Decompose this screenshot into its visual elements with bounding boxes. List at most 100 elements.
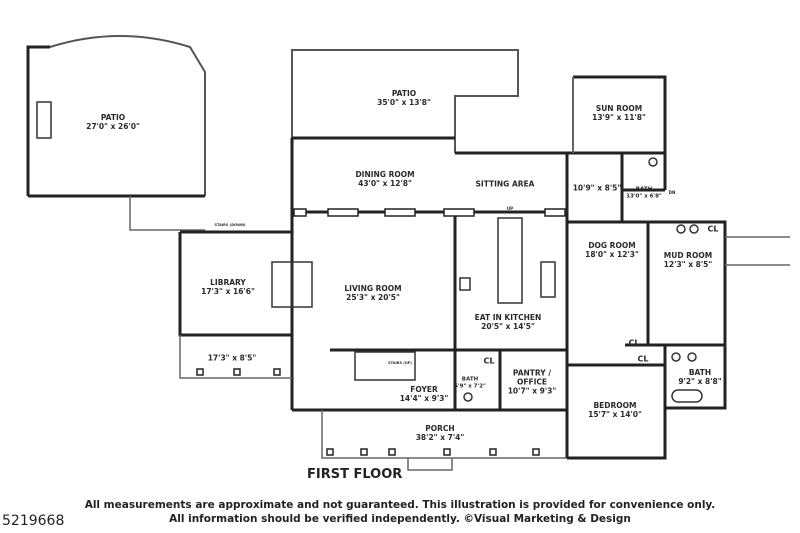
room-dims: 13'0" x 6'8" [626, 193, 662, 199]
porch-steps [407, 458, 453, 471]
down-marker: DN [668, 189, 676, 195]
room-dims: 43'0" x 12'8" [358, 179, 412, 188]
floor-title: FIRST FLOOR [307, 467, 403, 482]
patio-steps-wall [129, 196, 205, 231]
column-icon [544, 208, 566, 217]
room-name: LIBRARY [210, 278, 246, 287]
room-dims: 35'0" x 13'8" [377, 98, 431, 107]
room-dims: 17'3" x 8'5" [207, 353, 257, 363]
stairs-marker: STAIRS (UP) [388, 360, 412, 365]
stairs-icon [354, 351, 416, 381]
kitchen-island [497, 217, 523, 304]
column-icon [360, 448, 368, 456]
porch-wall [321, 410, 567, 459]
closet-label: CL [637, 354, 649, 364]
toilet-icon [463, 392, 473, 402]
patio-north-wall [291, 49, 519, 153]
column-icon [196, 368, 204, 376]
fireplace-icon [36, 101, 52, 139]
column-icon [293, 208, 307, 217]
disclaimer-line-1: All measurements are approximate and not… [84, 499, 716, 511]
listing-id: 5219668 [2, 513, 65, 529]
room-name: FOYER [410, 385, 438, 394]
room-name: EAT IN KITCHEN [474, 313, 542, 322]
room-dims: 38'2" x 7'4" [415, 433, 465, 442]
room-dims: 13'9" x 11'8" [592, 113, 646, 122]
toilet-icon [648, 157, 658, 167]
room-dims: 20'5" x 14'5" [481, 322, 535, 331]
room-dims: 17'3" x 16'6" [201, 287, 255, 296]
room-name: OFFICE [516, 377, 548, 387]
disclaimer-line-2: All information should be verified indep… [169, 513, 631, 525]
fireplace-icon [271, 261, 293, 308]
column-icon [388, 448, 396, 456]
column-icon [443, 448, 451, 456]
room-label-small-room: 10'9" x 8'5" [573, 184, 622, 193]
room-name: BATH [635, 186, 653, 193]
room-name: SUN ROOM [595, 104, 643, 113]
room-name: BATH [688, 368, 712, 377]
room-dims: 5'9" x 7'2" [454, 383, 486, 389]
room-dims: 12'3" x 8'5" [663, 260, 713, 269]
room-name: BATH [461, 376, 479, 383]
room-name: PANTRY / [512, 368, 552, 378]
room-name: DINING ROOM [355, 170, 415, 179]
column-icon [443, 208, 475, 217]
library-porch-wall [179, 335, 292, 379]
sink-icon [689, 224, 699, 234]
range-icon [459, 277, 471, 291]
fireplace-icon [291, 261, 313, 308]
room-label-library-porch: 17'3" x 8'5" [208, 354, 257, 363]
bedroom-wall [567, 343, 727, 460]
room-dims: 15'7" x 14'0" [588, 410, 642, 419]
closet-label: CL [628, 338, 640, 348]
sink-icon [671, 352, 681, 362]
closet-label: CL [483, 356, 495, 366]
column-icon [384, 208, 416, 217]
room-dims: 10'9" x 8'5" [572, 183, 622, 193]
mud-room-steps [725, 236, 790, 266]
room-name: MUD ROOM [663, 251, 713, 260]
east-wing-wall [565, 153, 727, 458]
sink-icon [687, 352, 697, 362]
dog-room-wall [567, 153, 667, 345]
room-dims: 14'4" x 9'3" [399, 394, 449, 403]
room-dims: 9'2" x 8'8" [678, 377, 722, 386]
column-icon [489, 448, 497, 456]
room-name: LIVING ROOM [344, 284, 402, 293]
room-dims: 25'3" x 20'5" [346, 293, 400, 302]
up-marker: UP [506, 205, 514, 211]
column-icon [233, 368, 241, 376]
patio-west-arc [49, 35, 206, 196]
column-icon [532, 448, 540, 456]
room-name: PATIO [391, 89, 417, 98]
room-name: DOG ROOM [588, 241, 636, 250]
room-name: PATIO [100, 113, 126, 122]
stairs-marker: STAIRS (DOWN) [214, 222, 246, 227]
column-icon [326, 448, 334, 456]
column-icon [273, 368, 281, 376]
room-name: PORCH [425, 424, 455, 433]
column-icon [327, 208, 359, 217]
room-name: BEDROOM [593, 401, 637, 410]
room-dims: 10'7" x 9'3" [507, 386, 557, 396]
patio-west-wall [26, 45, 50, 196]
fireplace-icon [540, 261, 556, 298]
